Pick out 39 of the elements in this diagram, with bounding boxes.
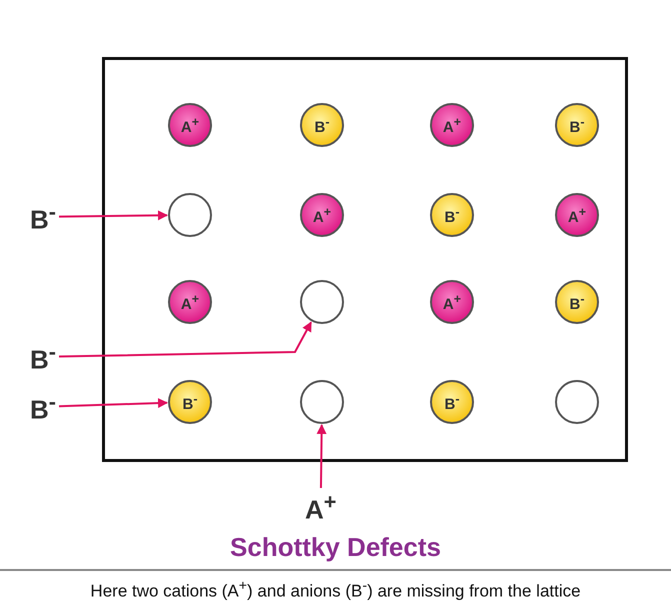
cation-sphere [168, 280, 212, 324]
ion-label: B$^{-}$ [30, 341, 56, 373]
ion-label: A$^{+}$ [180, 114, 200, 136]
ion-label: A$^{+}$ [568, 204, 586, 226]
cation-sphere [300, 193, 344, 237]
arrow [58, 398, 168, 408]
vacancy-circle [168, 193, 212, 237]
anion-sphere [555, 103, 599, 147]
ion-label: B$^{-}$ [314, 114, 330, 136]
vacancy-circle [555, 380, 599, 424]
ion-label: B$^{-}$ [569, 114, 584, 136]
lattice-frame [102, 57, 628, 462]
ion-label: A$^{+}$ [442, 114, 462, 136]
arrow [58, 210, 168, 220]
anion-sphere [430, 380, 474, 424]
title: Schottky Defects [229, 532, 442, 563]
ion-label: A$^{+}$ [305, 491, 336, 523]
ion-label: A$^{+}$ [442, 292, 462, 312]
anion-sphere [300, 103, 344, 147]
ion-label: A$^{+}$ [312, 204, 332, 226]
anion-sphere [168, 380, 212, 424]
arrow [58, 321, 312, 358]
ion-label: B$^{-}$ [30, 201, 56, 233]
vacancy-circle [300, 280, 344, 324]
cation-sphere [430, 103, 474, 147]
ion-label: B$^{-}$ [444, 204, 460, 226]
vacancy-circle [300, 380, 344, 424]
ion-label: B$^{-}$ [30, 391, 56, 423]
ion-label: B$^{-}$ [569, 292, 584, 312]
cation-sphere [555, 193, 599, 237]
ion-label: A$^{+}$ [180, 292, 200, 312]
ion-label: B$^{-}$ [182, 392, 198, 412]
anion-sphere [555, 280, 599, 324]
anion-sphere [430, 193, 474, 237]
ion-label: B$^{-}$ [444, 392, 460, 412]
cation-sphere [430, 280, 474, 324]
arrow [316, 424, 327, 488]
cation-sphere [168, 103, 212, 147]
caption: Here two cations (A$^{+}$) and anions (B$^{-}$) are missing from the lattice [89, 578, 582, 602]
